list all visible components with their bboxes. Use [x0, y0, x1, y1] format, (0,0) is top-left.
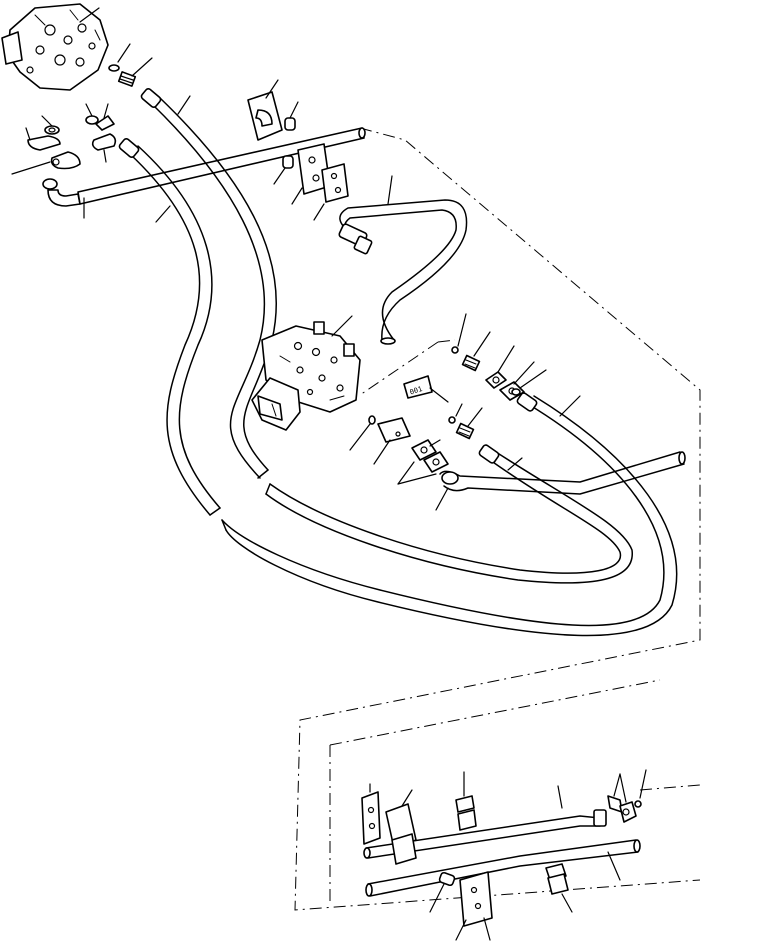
hose-valve-to-tank — [265, 444, 633, 584]
pump-leader — [79, 7, 100, 23]
tube-clamps — [361, 769, 647, 941]
brackets — [247, 79, 349, 221]
return-tube — [338, 175, 468, 345]
control-valve — [251, 315, 361, 431]
valve-tag: 001 — [403, 375, 449, 403]
hose-pump-to-valve-a — [140, 88, 277, 479]
hose-pump-to-valve-b — [118, 138, 221, 516]
tag-text: 001 — [409, 385, 424, 397]
flange-clamps — [11, 103, 117, 175]
lower-tube-upper — [363, 785, 607, 859]
hydraulic-pump — [1, 3, 109, 91]
boundary-lines — [294, 127, 701, 911]
pressure-tube — [435, 451, 686, 511]
pump-fittings — [108, 43, 153, 87]
valve-lower-fittings — [349, 403, 483, 485]
valve-upper-fittings — [451, 313, 547, 401]
lower-tube-lower — [365, 839, 641, 897]
hose-return — [221, 392, 678, 637]
